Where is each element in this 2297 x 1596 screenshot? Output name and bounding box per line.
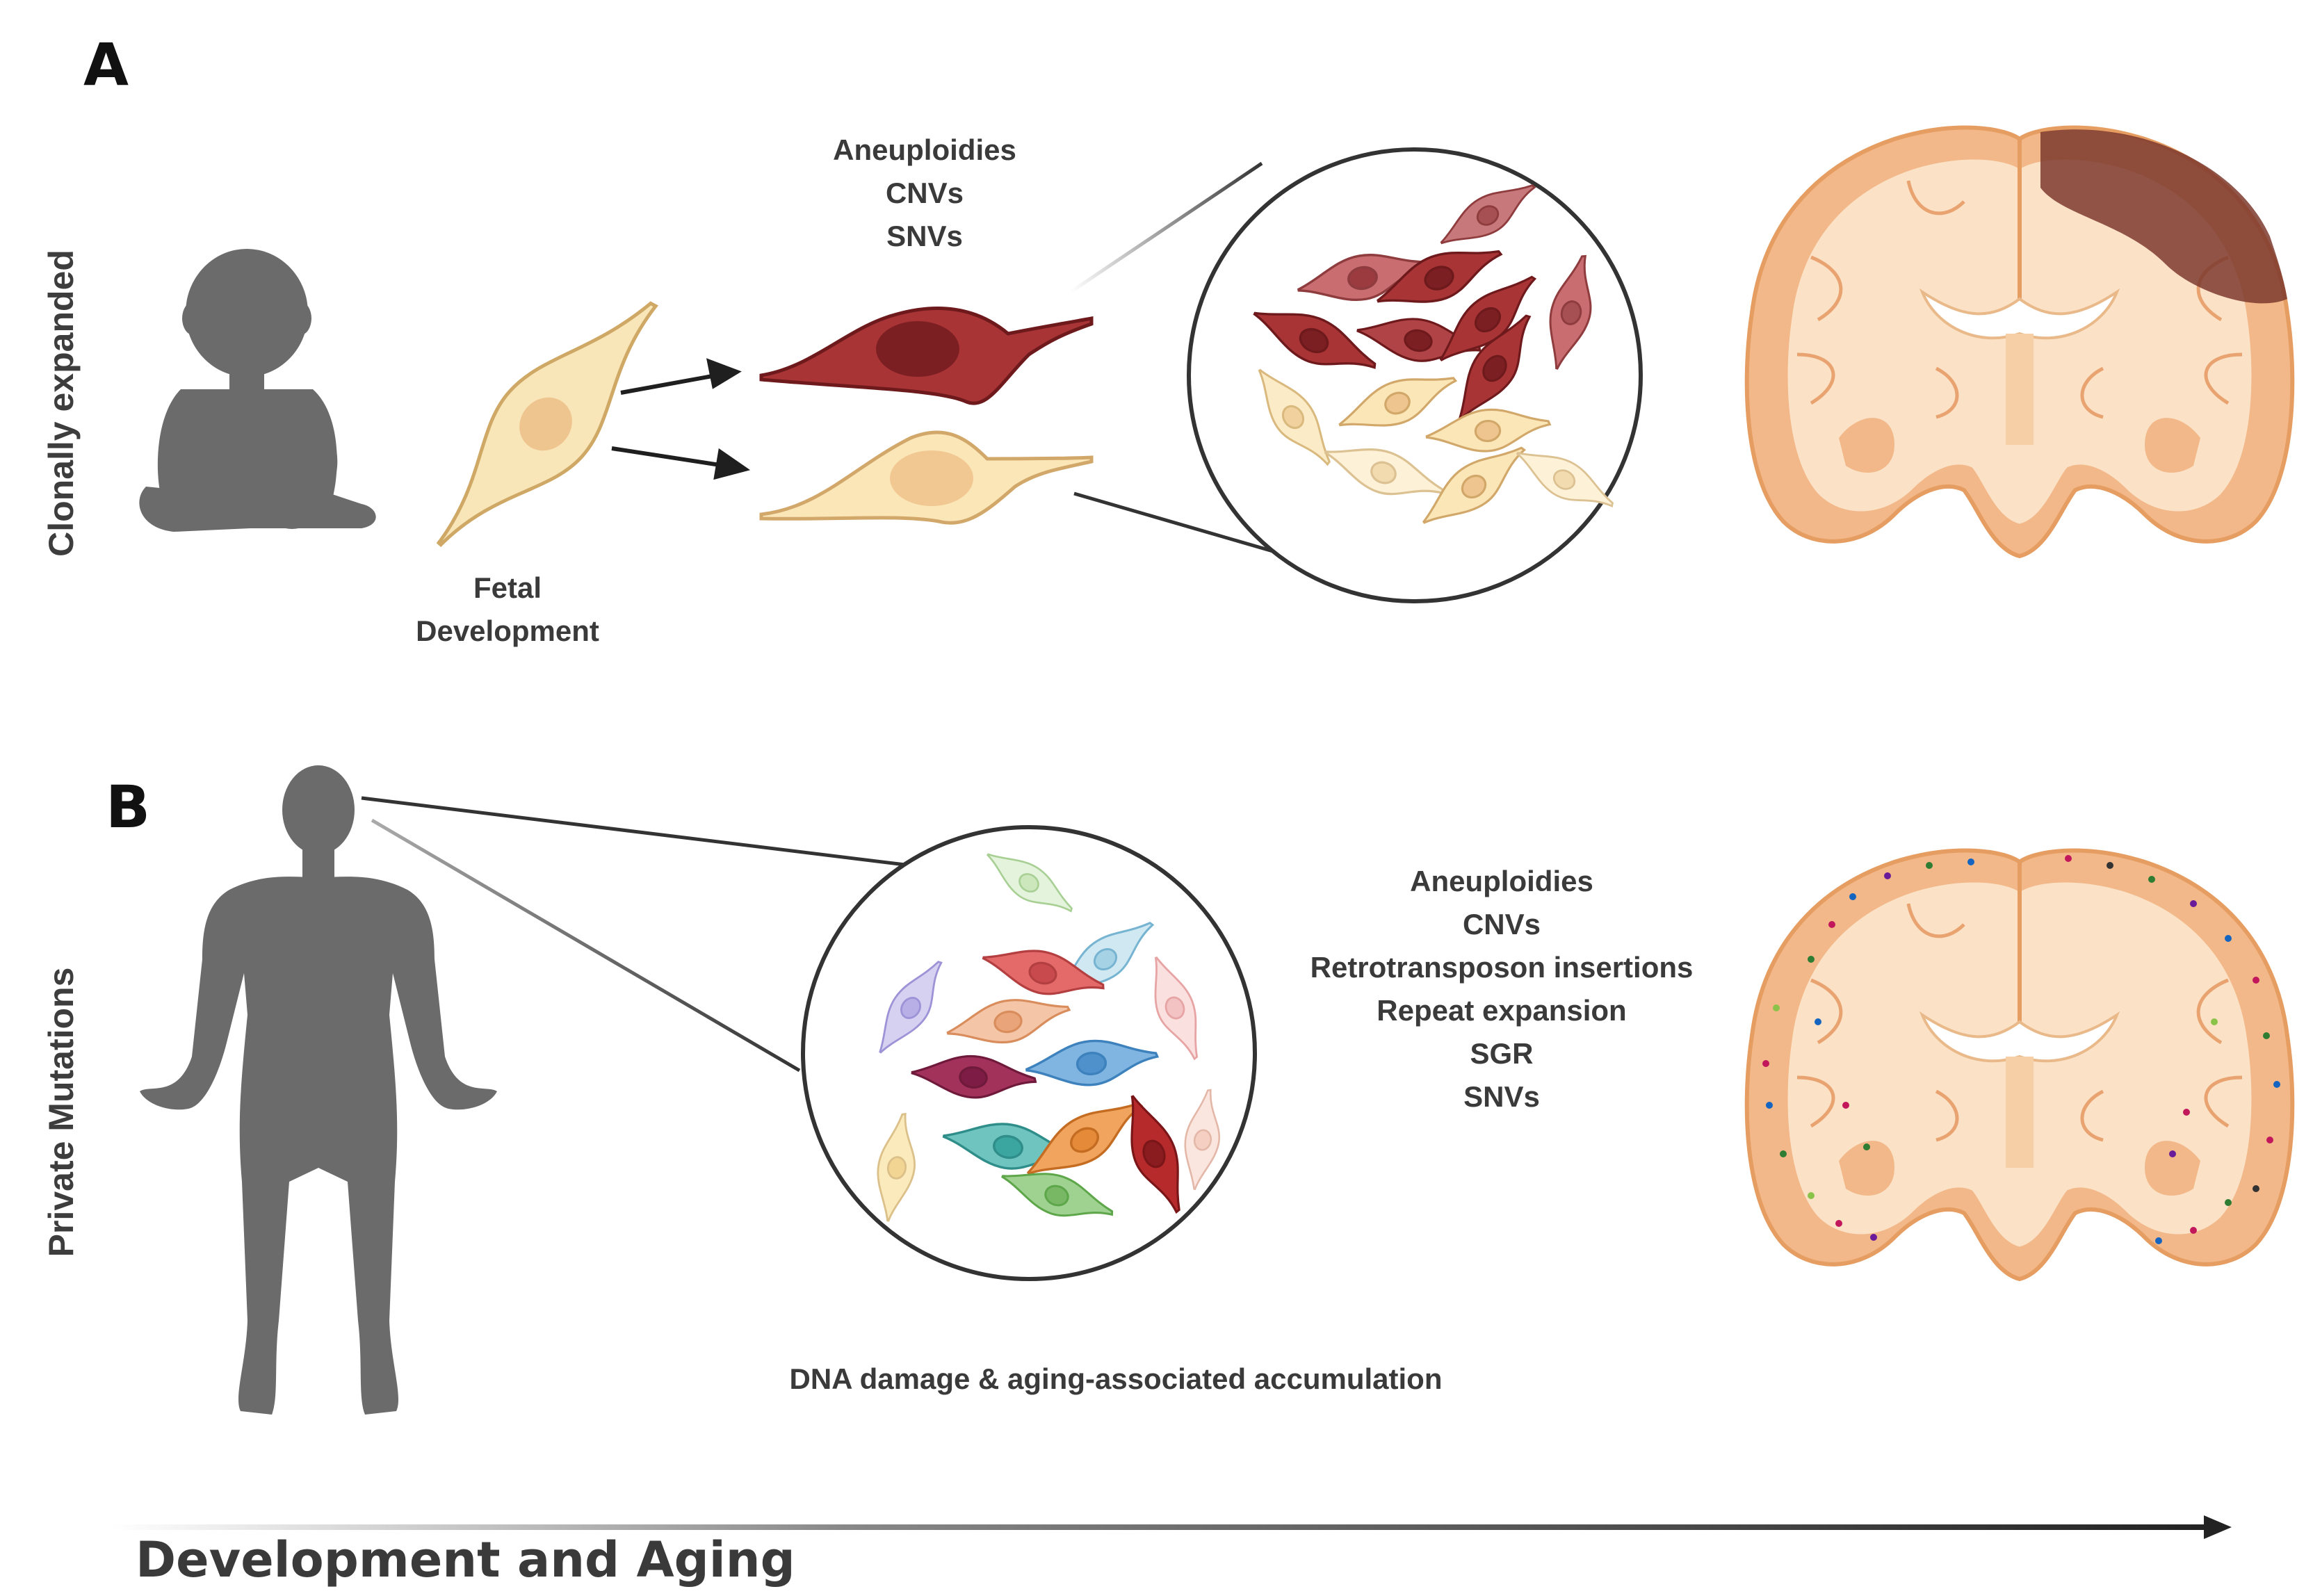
zoom-line-a-top: [1069, 161, 1263, 294]
cluster-a-cells: [1244, 171, 1622, 539]
panel-b-mutation-4: Repeat expansion: [1377, 994, 1626, 1027]
coronal-brain-section-icon: [1747, 128, 2293, 556]
adult-silhouette-icon: [140, 765, 497, 1415]
timeline-label: Development and Aging: [136, 1531, 795, 1588]
clonal-lesion-region: [2040, 129, 2287, 304]
mutation-dots: [1762, 855, 2280, 1244]
baby-silhouette-icon: [139, 249, 376, 532]
panel-a-mutation-3: SNVs: [886, 220, 963, 252]
panel-b-mutation-3: Retrotransposon insertions: [1310, 951, 1694, 984]
panel-b-letter: B: [106, 773, 150, 841]
fetal-caption-line1: Fetal: [473, 571, 542, 604]
coronal-brain-section-b-icon: [1747, 851, 2293, 1279]
cluster-b-cells: [863, 839, 1228, 1235]
zoom-line-b-top: [361, 796, 911, 868]
panel-b-caption: DNA damage & aging-associated accumulati…: [790, 1362, 1443, 1395]
panel-a-mutation-2: CNVs: [886, 177, 964, 209]
panel-b-mutation-6: SNVs: [1463, 1080, 1540, 1113]
normal-cell-icon: [759, 430, 1094, 525]
divergence-arrows: [611, 358, 751, 480]
mutant-cell-icon: [759, 307, 1094, 405]
magnified-tissue-a: [1187, 147, 1643, 603]
timeline-arrow: [111, 1515, 2232, 1539]
panel-a-side-label: Clonally expanded: [42, 250, 81, 557]
zoom-line-b-bottom: [371, 818, 801, 1073]
zoom-line-a-bottom: [1073, 491, 1290, 558]
panel-a-mutation-1: Aneuploidies: [833, 133, 1016, 166]
panel-b-mutation-2: CNVs: [1463, 908, 1541, 940]
panel-b-mutation-5: SGR: [1470, 1037, 1533, 1070]
fetal-caption-line2: Development: [416, 614, 599, 647]
magnified-tissue-b: [801, 825, 1257, 1281]
panel-b-side-label: Private Mutations: [42, 968, 81, 1257]
fetal-cell-icon: [436, 301, 659, 548]
panel-a-letter: A: [83, 31, 129, 99]
panel-b-mutation-1: Aneuploidies: [1410, 865, 1593, 897]
